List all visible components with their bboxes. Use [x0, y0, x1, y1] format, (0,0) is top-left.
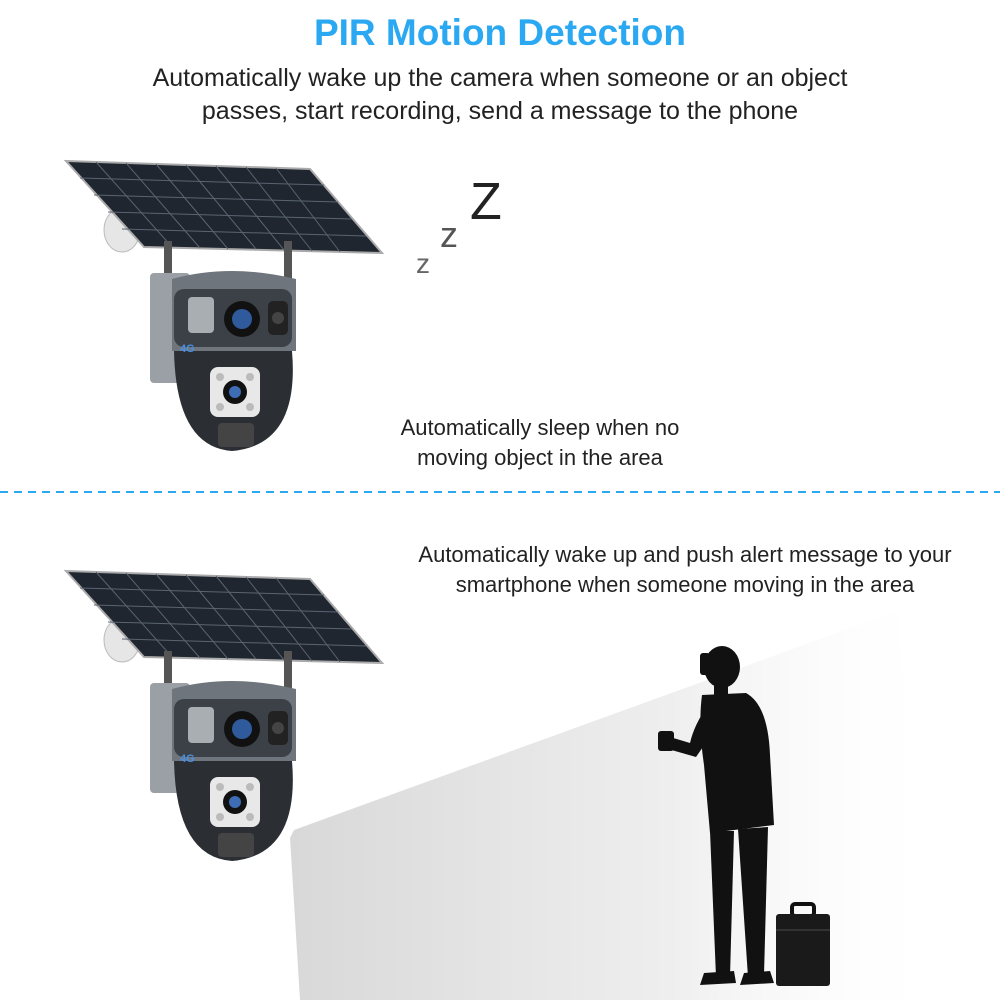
- snore-medium: z: [440, 214, 458, 255]
- page-title: PIR Motion Detection: [313, 12, 687, 53]
- snore-large: Z: [470, 173, 502, 231]
- subtitle-line-1: Automatically wake up the camera when so…: [152, 64, 848, 92]
- solar-camera-icon: [63, 569, 385, 861]
- sleeping-camera: 4G: [60, 155, 390, 465]
- camera-badge: 4G: [180, 753, 195, 765]
- snore-small: z: [416, 248, 430, 279]
- sleep-caption: Automatically sleep when no moving objec…: [340, 413, 740, 473]
- sleep-caption-line-1: Automatically sleep when no: [400, 415, 680, 440]
- person-silhouette-icon: [658, 646, 774, 985]
- sleep-caption-line-2: moving object in the area: [417, 445, 663, 470]
- subtitle-line-2: passes, start recording, send a message …: [201, 97, 799, 125]
- camera-badge: 4G: [180, 343, 195, 355]
- page-subtitle: Automatically wake up the camera when so…: [100, 62, 900, 128]
- wake-caption-line-2: smartphone when someone moving in the ar…: [455, 572, 915, 597]
- active-camera: 4G: [60, 565, 390, 875]
- briefcase-icon: [776, 902, 830, 986]
- wake-caption-line-1: Automatically wake up and push alert mes…: [418, 542, 952, 567]
- wake-caption: Automatically wake up and push alert mes…: [360, 540, 1000, 600]
- solar-camera-icon: [63, 159, 385, 451]
- dashed-divider: [0, 491, 1000, 493]
